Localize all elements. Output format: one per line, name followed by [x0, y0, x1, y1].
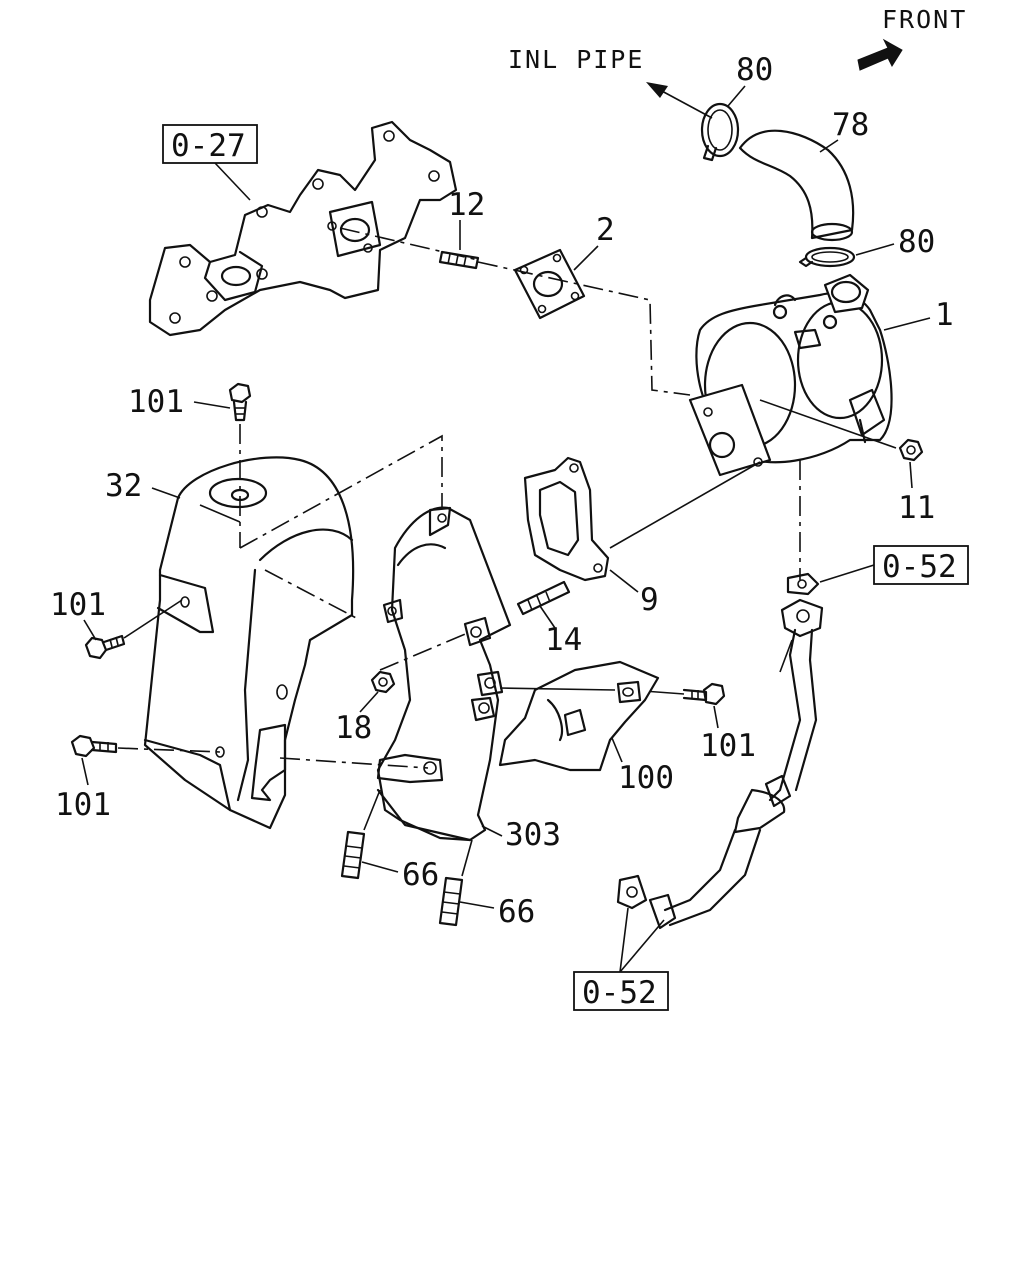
gasket-2 — [513, 248, 586, 320]
heat-shield-32 — [143, 456, 355, 830]
oil-return-gasket-upper — [786, 572, 820, 596]
ref-box-0-27: 0-27 — [162, 124, 258, 201]
nut-11 — [898, 438, 924, 462]
callout-80-lower: 80 — [898, 224, 935, 260]
callout-101-right: 101 — [700, 728, 756, 764]
exhaust-adapter-303 — [376, 506, 512, 842]
bolt-101-right — [682, 682, 726, 706]
nut-18 — [370, 670, 396, 694]
callout-66-right: 66 — [498, 894, 535, 930]
callout-1: 1 — [935, 297, 954, 333]
stud-14 — [516, 580, 571, 616]
callout-2: 2 — [596, 212, 615, 248]
callout-14: 14 — [545, 622, 582, 658]
svg-text:0-52: 0-52 — [882, 549, 957, 585]
heat-insulator-100 — [498, 660, 660, 772]
front-label: FRONT — [882, 5, 967, 34]
gasket-9 — [523, 456, 610, 582]
callout-80-upper: 80 — [736, 52, 773, 88]
ref-box-0-52-bottom: 0-52 — [573, 907, 669, 1011]
oil-return-gasket-lower — [616, 874, 648, 910]
turbocharger-1 — [688, 273, 893, 477]
callout-18: 18 — [335, 710, 372, 746]
bolt-101-left-lower — [70, 734, 118, 758]
callout-9: 9 — [640, 582, 659, 618]
bolt-101-top — [228, 382, 252, 422]
callout-66-left: 66 — [402, 857, 439, 893]
stud-12 — [438, 250, 480, 270]
callout-11: 11 — [898, 490, 935, 526]
inlet-direction-arrow-icon — [646, 82, 713, 119]
callout-12: 12 — [448, 187, 485, 223]
svg-text:0-27: 0-27 — [171, 128, 246, 164]
hose-78 — [738, 129, 855, 242]
svg-text:0-52: 0-52 — [582, 975, 657, 1011]
callout-32: 32 — [105, 468, 142, 504]
callout-101-top: 101 — [128, 384, 184, 420]
callout-303: 303 — [505, 817, 561, 853]
callout-78: 78 — [832, 107, 869, 143]
callout-101-left-upper: 101 — [50, 587, 106, 623]
callout-100: 100 — [618, 760, 674, 796]
hose-clamp-80-upper — [700, 102, 740, 162]
stud-66-left — [340, 830, 366, 880]
oil-return-pipe — [648, 598, 824, 930]
bolt-101-left-upper — [84, 634, 126, 660]
front-arrow-icon — [857, 38, 903, 71]
exhaust-manifold — [148, 120, 458, 337]
stud-66-right — [438, 876, 464, 927]
hose-clamp-80-lower — [798, 246, 856, 268]
callout-101-left-lower: 101 — [55, 787, 111, 823]
inlet-pipe-label: INL PIPE — [508, 45, 644, 74]
ref-box-0-52-right: 0-52 — [819, 545, 969, 585]
